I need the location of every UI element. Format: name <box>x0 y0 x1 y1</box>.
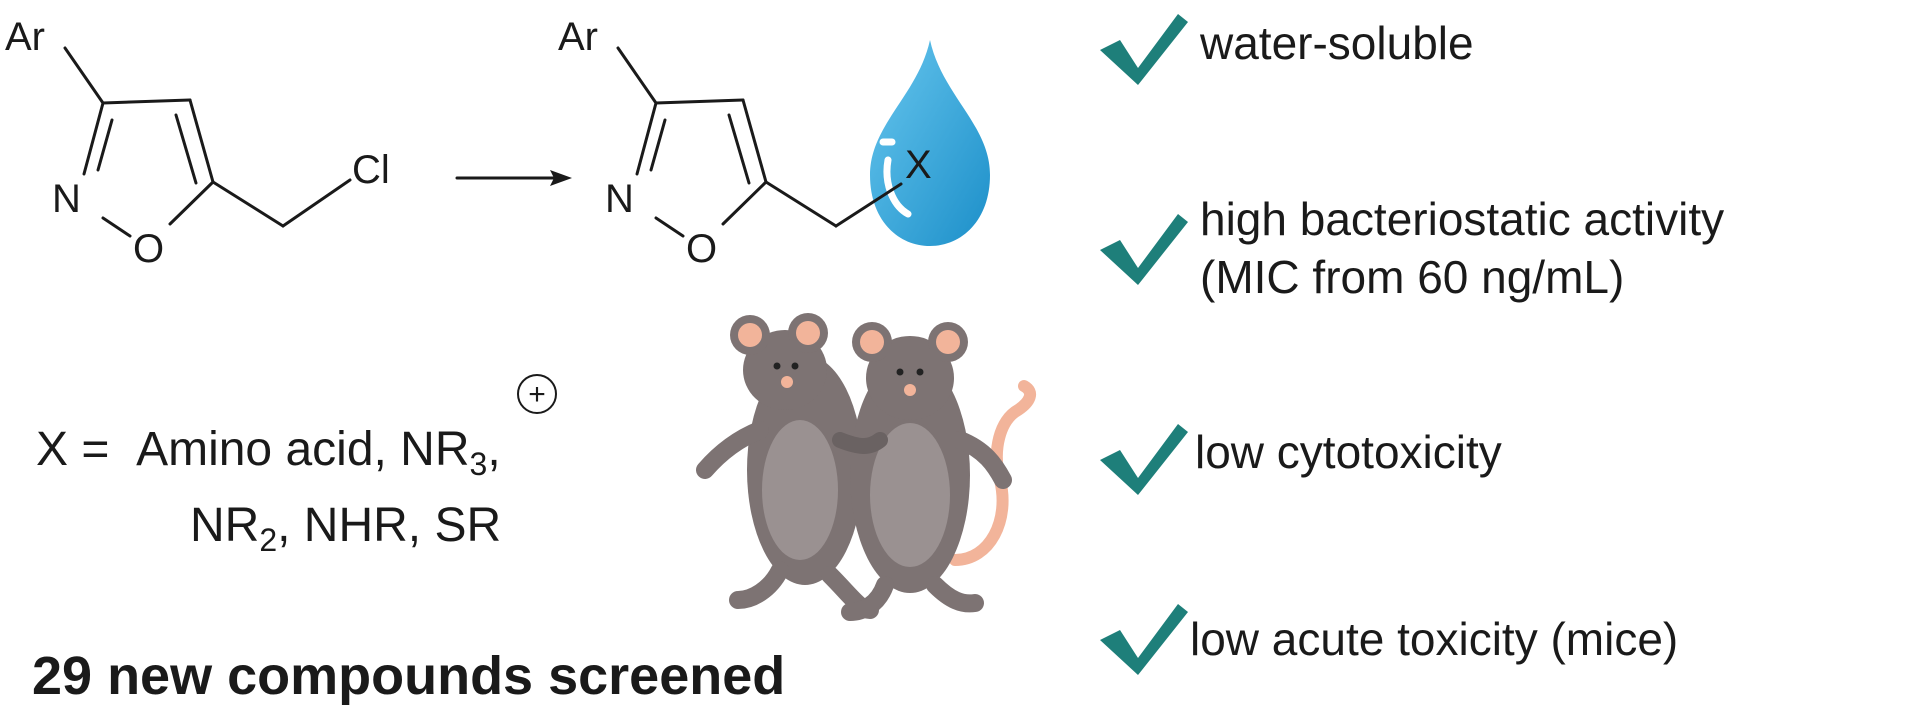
benefit-mic: (MIC from 60 ng/mL) <box>1200 251 1625 303</box>
reaction-arrow <box>455 170 572 186</box>
x-definition-line1-sub: 3 <box>469 446 488 482</box>
check-icon-4 <box>1100 604 1188 675</box>
product-x-group: X <box>905 143 932 187</box>
reactant-n-atom: N <box>52 177 81 221</box>
reactant-cl-atom: Cl <box>352 148 390 192</box>
compounds-screened-caption: 29 new compounds screened <box>32 646 786 706</box>
mice-illustration-icon <box>696 313 1037 621</box>
product-ar-label: Ar <box>558 15 598 59</box>
product-n-atom: N <box>605 177 634 221</box>
reactant-ar-label: Ar <box>5 15 45 59</box>
x-definition-line2-a: NR <box>190 499 260 552</box>
x-definition-line1: X = Amino acid, NR3, <box>36 420 501 480</box>
x-definition-line2-b: , NHR, SR <box>277 499 502 552</box>
x-definition-prefix: X = <box>36 423 110 476</box>
reactant-structure: Ar N O Cl <box>5 15 390 271</box>
reactant-o-atom: O <box>133 227 164 271</box>
check-icon-1 <box>1100 14 1188 85</box>
check-icon-3 <box>1100 424 1188 495</box>
water-drop-icon: X <box>834 40 990 246</box>
x-definition-line1-end: , <box>487 423 501 476</box>
benefit-low-acute-toxicity: low acute toxicity (mice) <box>1190 613 1679 665</box>
product-o-atom: O <box>686 227 717 271</box>
benefit-water-soluble: water-soluble <box>1200 17 1474 69</box>
product-structure: Ar N O <box>558 15 838 271</box>
x-definition-line2: NR2, NHR, SR <box>190 496 501 556</box>
benefit-bacteriostatic: high bacteriostatic activity <box>1200 193 1725 245</box>
positive-charge-icon: + <box>517 374 557 414</box>
x-definition-line2-sub: 2 <box>259 522 278 558</box>
check-icon-2 <box>1100 214 1188 285</box>
benefit-low-cytotoxicity: low cytotoxicity <box>1195 426 1502 478</box>
x-definition-line1-text: Amino acid, NR <box>136 423 470 476</box>
